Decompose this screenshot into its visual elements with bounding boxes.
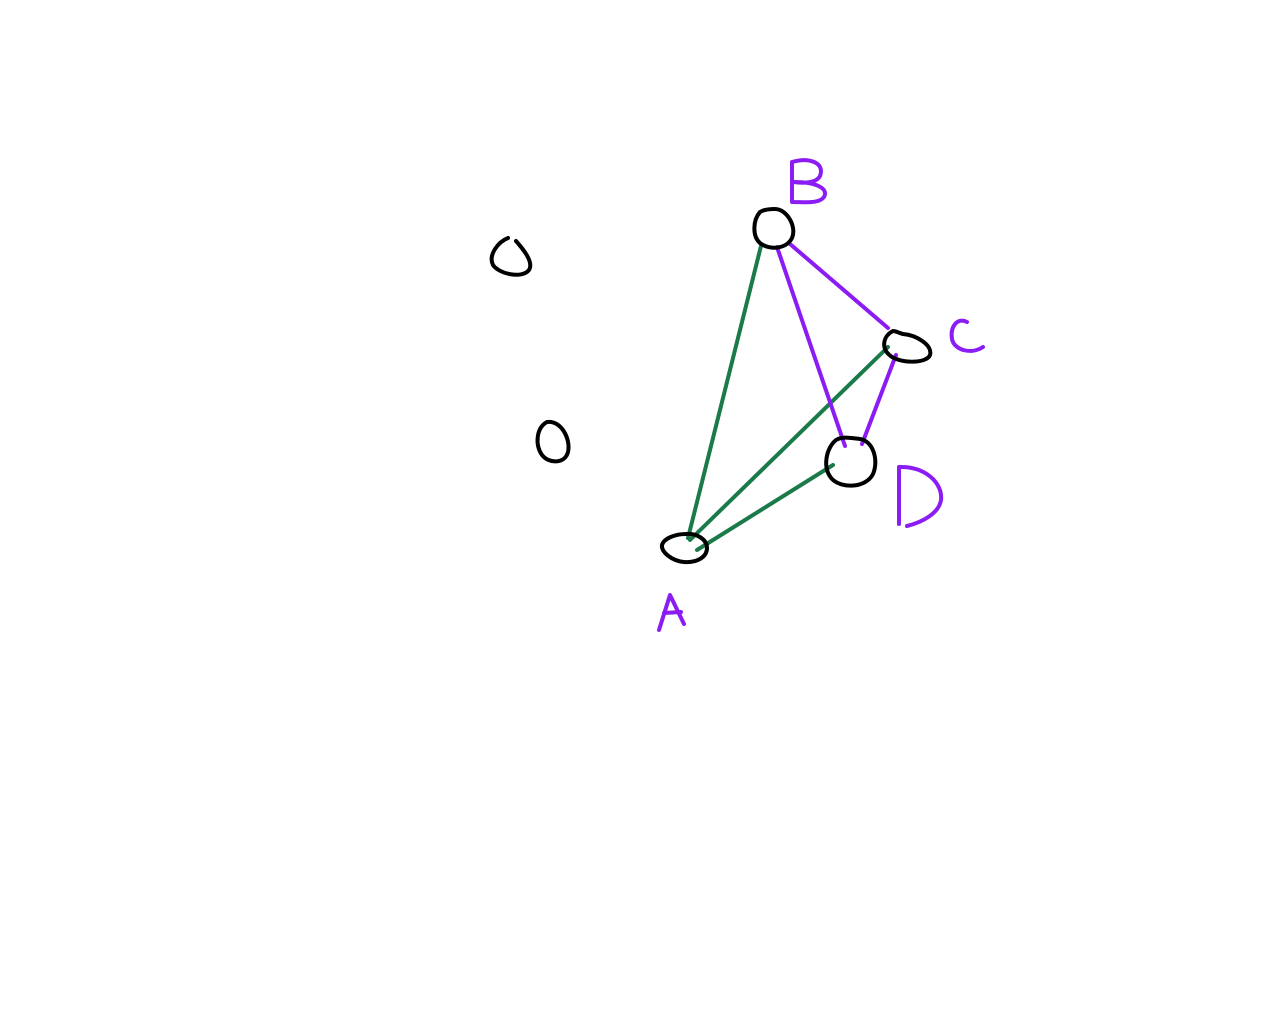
node-unlabeled-1 <box>489 236 533 277</box>
label-a: A <box>657 593 686 632</box>
edge-a-b <box>686 244 763 540</box>
edge-c-d <box>860 353 898 446</box>
edge-b-d <box>775 245 847 448</box>
labels-layer: A B C D <box>0 0 985 632</box>
label-d: D <box>0 0 944 528</box>
node-d <box>824 435 878 488</box>
edge-a-c <box>688 345 890 542</box>
edge-a-d <box>695 463 835 552</box>
node-a <box>660 531 709 565</box>
label-b: B <box>790 158 827 205</box>
label-d-text: D <box>0 0 1 1</box>
node-unlabeled-2 <box>535 419 571 464</box>
edges-layer <box>686 242 898 552</box>
nodes-layer <box>489 207 933 565</box>
node-c <box>882 329 933 364</box>
label-c: C <box>949 318 985 353</box>
node-b <box>752 207 796 250</box>
edge-b-c <box>788 242 890 330</box>
